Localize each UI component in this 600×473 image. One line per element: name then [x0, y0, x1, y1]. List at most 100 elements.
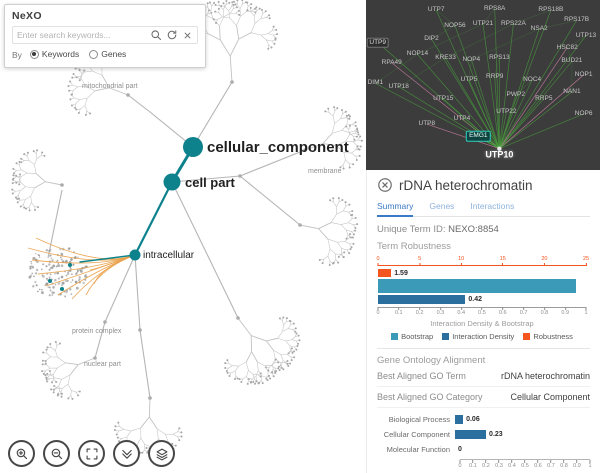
gene-node-UTP4[interactable]: UTP4	[453, 114, 471, 122]
term-id-line: Unique Term ID: NEXO:8854	[377, 224, 590, 235]
legend-item-robustness: Robustness	[523, 332, 573, 341]
gene-node-RPS13[interactable]: RPS13	[489, 53, 510, 61]
gene-node-RPS18B[interactable]: RPS18B	[538, 5, 564, 13]
gene-node-NOP6[interactable]: NOP6	[574, 109, 593, 117]
network-hub-node[interactable]	[497, 146, 502, 151]
gene-node-UTP18[interactable]: UTP18	[388, 82, 409, 90]
gene-node-DIM1[interactable]: DIM1	[367, 79, 384, 87]
gene-node-NOP4[interactable]: NOP4	[462, 55, 481, 63]
radio-icon[interactable]	[29, 49, 39, 59]
tree-branch	[282, 320, 284, 326]
tab-interactions[interactable]: Interactions	[470, 201, 515, 211]
branch-label-protein-complex[interactable]: protein complex	[72, 328, 122, 335]
reset-icon[interactable]	[166, 29, 178, 41]
tree-leaf-node	[353, 138, 356, 141]
gene-node-RPS17B[interactable]: RPS17B	[564, 16, 590, 24]
tree-branch	[340, 117, 346, 120]
gene-node-NSA2[interactable]: NSA2	[530, 24, 548, 32]
close-icon[interactable]	[377, 177, 393, 193]
radio-keywords[interactable]: Keywords	[29, 49, 79, 59]
gene-node-EMG1[interactable]: EMG1	[466, 130, 491, 142]
gene-node-RPS22A[interactable]: RPS22A	[500, 19, 526, 27]
gene-node-UTP8[interactable]: UTP8	[418, 119, 436, 127]
gene-node-KRE33[interactable]: KRE33	[435, 53, 456, 61]
zoom-out-button[interactable]	[43, 440, 70, 467]
search-icon[interactable]	[150, 29, 162, 41]
axis-tick: 0.5	[521, 460, 529, 470]
gene-node-UTP21[interactable]: UTP21	[472, 19, 494, 27]
branch-label-membrane[interactable]: membrane	[308, 168, 342, 175]
gene-node-UTP5[interactable]: UTP5	[460, 75, 478, 83]
gene-node-UTP22[interactable]: UTP22	[496, 107, 517, 115]
tree-leaf-node	[226, 359, 229, 362]
gene-node-UTP10[interactable]: UTP10	[485, 149, 514, 160]
gene-node-UTP9[interactable]: UTP9	[366, 37, 389, 48]
tree-term-node[interactable]	[48, 279, 52, 283]
tree-term-node[interactable]	[60, 287, 64, 291]
gene-node-UTP15[interactable]: UTP15	[433, 94, 454, 102]
gene-node-NOP56[interactable]: NOP56	[444, 21, 466, 29]
tree-leaf-node	[18, 183, 21, 186]
tree-branch	[57, 356, 66, 364]
clear-icon[interactable]	[182, 30, 193, 41]
tree-branch	[239, 175, 301, 226]
gene-node-NOC4[interactable]: NOC4	[523, 75, 542, 83]
gene-node-NAN1[interactable]: NAN1	[563, 87, 581, 95]
term-node-intracellular[interactable]	[129, 249, 141, 261]
network-edge	[445, 23, 514, 59]
tree-branch	[206, 15, 213, 19]
search-input[interactable]	[17, 30, 146, 40]
tree-leaf-node	[357, 131, 360, 134]
tree-branch	[18, 176, 22, 181]
tree-branch	[279, 362, 282, 368]
term-node-cellular_component[interactable]	[183, 137, 203, 157]
network-edge	[499, 113, 584, 150]
tree-branch	[148, 397, 151, 418]
gene-node-RRP9[interactable]: RRP9	[486, 72, 504, 80]
tree-leaf-node	[337, 261, 340, 264]
tree-branch	[336, 201, 340, 207]
tree-branch	[252, 374, 255, 379]
tree-branch	[340, 113, 343, 119]
gene-node-RPA49[interactable]: RPA49	[381, 58, 402, 66]
expand-all-button[interactable]	[113, 440, 140, 467]
term-node-cell-part[interactable]	[163, 173, 181, 191]
branch-label-nuclear-part[interactable]: nuclear part	[84, 361, 121, 368]
radio-icon[interactable]	[89, 49, 99, 59]
term-node-label[interactable]: cell part	[185, 175, 236, 190]
term-node-label[interactable]: intracellular	[143, 250, 195, 261]
radio-genes[interactable]: Genes	[89, 49, 126, 59]
gene-node-UTP7[interactable]: UTP7	[427, 5, 445, 13]
gene-node-NOP1[interactable]: NOP1	[574, 70, 593, 78]
zoom-in-button[interactable]	[8, 440, 35, 467]
tree-branch	[222, 9, 225, 17]
fit-to-screen-button[interactable]	[78, 440, 105, 467]
tree-leaf-node	[214, 3, 217, 6]
tree-leaf-node	[54, 278, 57, 282]
tree-branch	[34, 181, 46, 189]
tree-leaf-node	[49, 248, 52, 251]
gene-node-UTP13[interactable]: UTP13	[575, 31, 597, 39]
gene-node-HSC82[interactable]: HSC82	[556, 43, 578, 51]
tree-branch	[25, 186, 35, 189]
tree-branch	[84, 70, 93, 73]
gene-node-RRP5[interactable]: RRP5	[535, 94, 553, 102]
tree-term-node[interactable]	[68, 263, 72, 267]
term-node-label[interactable]: cellular_component	[207, 139, 349, 156]
network-edge	[499, 20, 577, 149]
layers-button[interactable]	[148, 440, 175, 467]
tree-leaf-node	[277, 365, 280, 368]
gene-node-BUD21[interactable]: BUD21	[561, 56, 583, 64]
tab-genes[interactable]: Genes	[429, 201, 455, 211]
gene-node-RPS8A[interactable]: RPS8A	[484, 4, 506, 12]
branch-label-mitochondrial-part[interactable]: mitochondrial part	[82, 83, 138, 90]
tree-leaf-node	[36, 149, 39, 152]
gene-node-NOP14[interactable]: NOP14	[406, 50, 429, 58]
tree-leaf-node	[55, 265, 58, 268]
chart-bar-row	[378, 279, 586, 293]
tree-leaf-node	[64, 279, 68, 283]
gene-node-PWP2[interactable]: PWP2	[506, 90, 525, 98]
gene-node-DIP2[interactable]: DIP2	[424, 34, 439, 42]
tab-summary[interactable]: Summary	[377, 199, 414, 217]
